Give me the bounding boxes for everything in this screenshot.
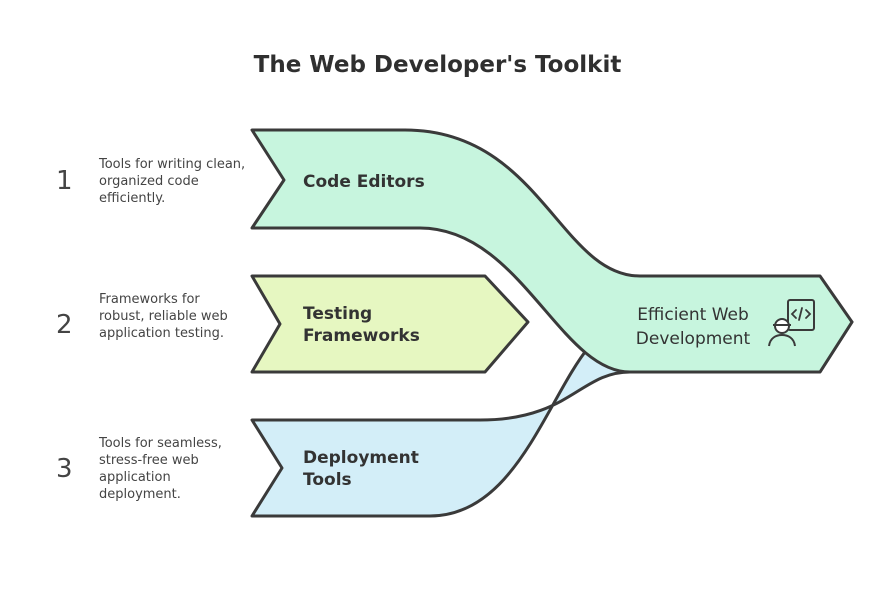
diagram-title: The Web Developer's Toolkit	[253, 52, 622, 78]
step-label-3: Deployment Tools	[303, 448, 419, 490]
step-description-1: Tools for writing clean, organized code …	[99, 157, 246, 206]
step-description-2: Frameworks for robust, reliable web appl…	[99, 292, 228, 341]
step-label-2: Testing Frameworks	[303, 304, 420, 346]
step-number-2: 2	[56, 310, 73, 340]
step-description-3: Tools for seamless, stress-free web appl…	[99, 436, 222, 502]
code-editors-arrow	[250, 128, 854, 374]
step-label-1: Code Editors	[303, 172, 425, 192]
output-label: Efficient Web Development	[635, 305, 751, 349]
developer-icon	[768, 299, 815, 347]
step-number-1: 1	[56, 166, 73, 196]
step-number-3: 3	[56, 454, 73, 484]
testing-frameworks-arrow	[250, 274, 530, 374]
